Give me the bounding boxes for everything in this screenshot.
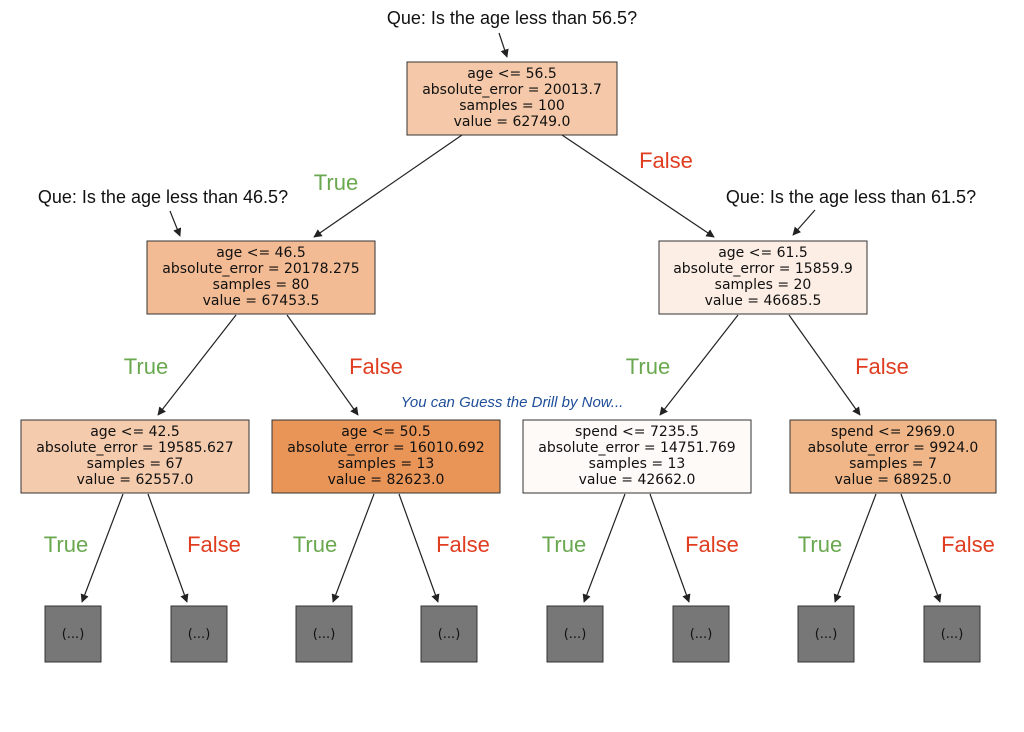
edge-ll-leaf2 [147,493,189,603]
node-lr-split: age <= 50.5 [341,424,431,440]
leaf-node-3-label: (...) [313,627,336,642]
node-lr-error: absolute_error = 16010.692 [287,440,484,456]
r1-true-label: True [626,354,670,379]
edge-lr-leaf1 [331,493,375,603]
node-r1-split: age <= 61.5 [718,245,808,261]
leaf-node-6-label: (...) [690,627,713,642]
node-l1-samples: samples = 80 [213,277,310,293]
edge-l1-lr [286,314,359,416]
root-node-samples: samples = 100 [459,98,565,114]
node-rr-error: absolute_error = 9924.0 [808,440,979,456]
node-rl-split: spend <= 7235.5 [575,424,699,440]
edge-r1-rl [659,314,739,416]
edge-r1-rr [788,314,861,416]
node-rr-value: value = 68925.0 [835,472,952,488]
node-l1-split: age <= 46.5 [216,245,306,261]
leaf-node-6: (...) [672,605,730,663]
node-rl-samples: samples = 13 [589,456,686,472]
edge-ll-leaf1 [80,493,124,603]
left-question: Que: Is the age less than 46.5? [38,187,288,207]
root-question-arrow [498,32,509,58]
node-rl: spend <= 7235.5 absolute_error = 14751.7… [522,419,752,494]
node-ll-error: absolute_error = 19585.627 [36,440,233,456]
ll-true-label: True [44,532,88,557]
rr-false-label: False [941,532,995,557]
leaf-node-1: (...) [44,605,102,663]
root-question: Que: Is the age less than 56.5? [387,8,637,28]
leaf-node-3: (...) [295,605,353,663]
lr-false-label: False [436,532,490,557]
node-r1: age <= 61.5 absolute_error = 15859.9 sam… [658,240,868,315]
node-rr: spend <= 2969.0 absolute_error = 9924.0 … [789,419,997,494]
edge-root-r1 [561,134,715,238]
l1-false-label: False [349,354,403,379]
leaf-node-2: (...) [170,605,228,663]
l1-true-label: True [124,354,168,379]
leaf-node-4-label: (...) [438,627,461,642]
leaf-node-4: (...) [420,605,478,663]
root-node-value: value = 62749.0 [454,114,571,130]
node-lr-samples: samples = 13 [338,456,435,472]
node-ll-value: value = 62557.0 [77,472,194,488]
node-rl-value: value = 42662.0 [579,472,696,488]
rl-false-label: False [685,532,739,557]
node-ll: age <= 42.5 absolute_error = 19585.627 s… [20,419,250,494]
left-question-arrow [169,210,182,237]
right-question: Que: Is the age less than 61.5? [726,187,976,207]
edge-rl-leaf1 [582,493,626,603]
leaf-node-2-label: (...) [188,627,211,642]
rr-true-label: True [798,532,842,557]
node-ll-split: age <= 42.5 [90,424,180,440]
leaf-node-5-label: (...) [564,627,587,642]
edge-lr-leaf2 [398,493,440,603]
root-node: age <= 56.5 absolute_error = 20013.7 sam… [406,61,618,136]
ll-false-label: False [187,532,241,557]
node-l1-value: value = 67453.5 [203,293,320,309]
edge-root-l1 [313,134,463,238]
root-false-label: False [639,148,693,173]
node-l1: age <= 46.5 absolute_error = 20178.275 s… [146,240,376,315]
leaf-node-5: (...) [546,605,604,663]
root-node-error: absolute_error = 20013.7 [422,82,602,98]
node-lr: age <= 50.5 absolute_error = 16010.692 s… [271,419,501,494]
node-r1-samples: samples = 20 [715,277,812,293]
root-true-label: True [314,170,358,195]
leaf-node-7: (...) [797,605,855,663]
rl-true-label: True [542,532,586,557]
node-r1-error: absolute_error = 15859.9 [673,261,853,277]
edge-rr-leaf1 [833,493,877,603]
edge-rr-leaf2 [900,493,942,603]
r1-false-label: False [855,354,909,379]
node-rl-error: absolute_error = 14751.769 [538,440,735,456]
node-rr-samples: samples = 7 [849,456,937,472]
leaf-node-1-label: (...) [62,627,85,642]
node-l1-error: absolute_error = 20178.275 [162,261,359,277]
drill-hint: You can Guess the Drill by Now... [401,394,624,411]
node-ll-samples: samples = 67 [87,456,184,472]
leaf-node-8: (...) [923,605,981,663]
right-question-arrow [792,209,816,236]
edge-rl-leaf2 [649,493,691,603]
root-node-split: age <= 56.5 [467,66,557,82]
leaf-node-7-label: (...) [815,627,838,642]
lr-true-label: True [293,532,337,557]
node-lr-value: value = 82623.0 [328,472,445,488]
node-r1-value: value = 46685.5 [705,293,822,309]
leaf-node-8-label: (...) [941,627,964,642]
node-rr-split: spend <= 2969.0 [831,424,955,440]
edge-l1-ll [157,314,237,416]
